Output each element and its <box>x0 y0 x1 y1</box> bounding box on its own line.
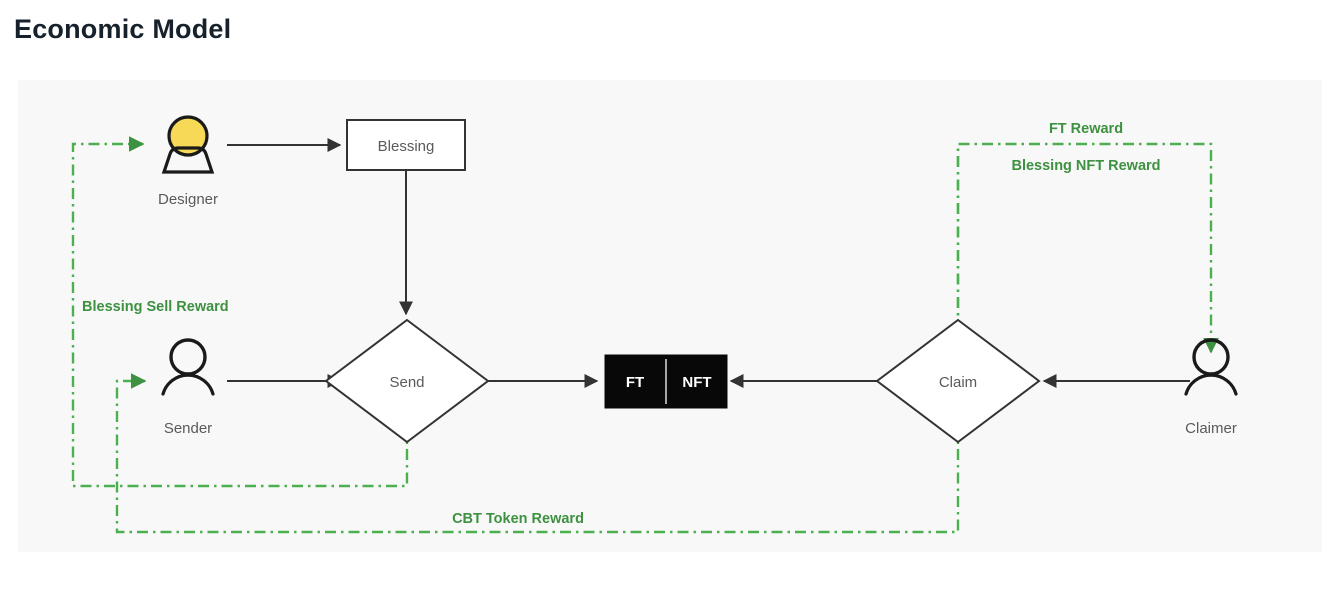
node-send[interactable]: Send <box>324 318 490 444</box>
economic-model-diagram: FT Reward Blessing NFT Reward Blessing S… <box>71 115 1238 534</box>
claimer-body-icon <box>1184 373 1238 396</box>
reward-path-blessing-sell <box>71 142 409 488</box>
blessing-label: Blessing <box>378 138 435 155</box>
reward-path-cbt-token <box>115 379 960 534</box>
sender-body-icon <box>161 373 215 396</box>
diagram-canvas: FT Reward Blessing NFT Reward Blessing S… <box>18 80 1322 552</box>
nft-label: NFT <box>682 374 711 391</box>
ft-label: FT <box>626 374 644 391</box>
label-cbt-token-reward: CBT Token Reward <box>452 511 584 527</box>
send-label: Send <box>389 374 424 391</box>
reward-path-ft-nft <box>956 142 1213 402</box>
node-blessing[interactable]: Blessing <box>346 119 466 171</box>
node-claim[interactable]: Claim <box>875 318 1041 444</box>
page-title: Economic Model <box>14 14 232 44</box>
claim-diamond <box>875 318 1041 444</box>
label-blessing-sell-reward: Blessing Sell Reward <box>82 299 229 315</box>
blessing-box <box>346 119 466 171</box>
claimer-label: Claimer <box>1185 420 1237 437</box>
claim-label: Claim <box>939 374 977 391</box>
node-token-box[interactable]: FT NFT <box>604 354 728 409</box>
node-sender[interactable]: Sender <box>161 338 215 437</box>
node-claimer[interactable]: Claimer <box>1184 338 1238 437</box>
designer-head-icon <box>167 115 209 157</box>
node-designer[interactable]: Designer <box>158 115 218 208</box>
sender-label: Sender <box>164 420 212 437</box>
sender-head-icon <box>169 338 207 376</box>
designer-body-icon <box>161 146 215 174</box>
label-blessing-nft-reward: Blessing NFT Reward <box>1011 158 1160 174</box>
designer-label: Designer <box>158 191 218 208</box>
label-ft-reward: FT Reward <box>1049 121 1123 137</box>
send-diamond <box>324 318 490 444</box>
